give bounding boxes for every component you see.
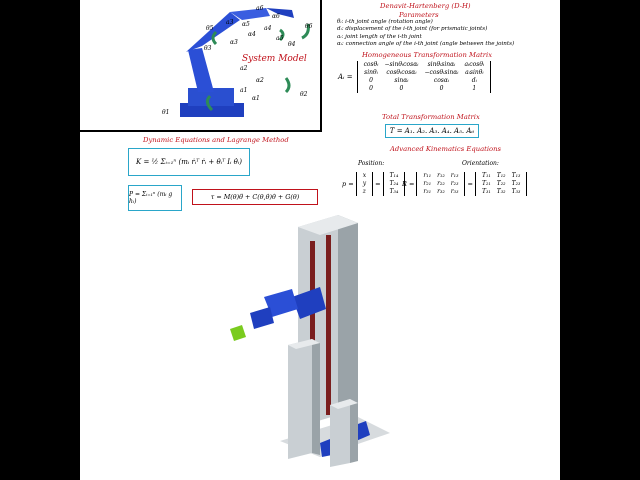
rotation-arrow-theta1 (205, 94, 214, 112)
rotation-arrow-theta2 (284, 77, 291, 94)
p-equals: = (375, 180, 381, 188)
torque-box: τ = M(θ)θ̈ + C(θ,θ̇)θ̇ + G(θ) (192, 189, 318, 205)
r-equals: = (467, 180, 473, 188)
robot-arm-diagram: θ1 θ2 θ3 θ4 θ5 θ6 a1 a2 a3 a4 a5 a6 α1 α… (162, 5, 313, 117)
htm-lhs: Aᵢ = (338, 73, 353, 81)
p-lhs: p = (342, 180, 354, 188)
joint-label-1: θ1 (162, 109, 169, 116)
dh-param-theta: θᵢ: i-th joint angle (rotation angle) (337, 19, 433, 25)
pillar-1-side (312, 339, 320, 455)
link-label-4: a4 (264, 25, 272, 32)
link-label-1: a1 (240, 87, 247, 94)
robot-turret (188, 88, 234, 106)
htm-header: Homogeneous Transformation Matrix (362, 51, 493, 59)
base-gusset-3 (320, 439, 332, 457)
link-label-3: a3 (226, 19, 234, 26)
advanced-header: Advanced Kinematics Equations (390, 145, 501, 153)
total-header: Total Transformation Matrix (382, 113, 480, 121)
robot-3d-wrist (250, 307, 274, 329)
potential-energy-box: P = Σᵢ₌₁ⁿ (mᵢ g hᵢ) (128, 185, 182, 211)
dh-header: Denavit-Hartenberg (D-H) (380, 2, 471, 10)
alpha-label-3: α3 (230, 39, 238, 46)
dh-param-a: aᵢ: joint length of the i-th joint (337, 33, 422, 40)
dh-subheader: Parameters (399, 11, 439, 19)
position-label: Position: (358, 160, 385, 167)
r-lhs: R = (402, 180, 415, 188)
joint-label-5: θ5 (206, 25, 214, 32)
link-label-6: a6 (256, 5, 264, 12)
gripper-block (230, 325, 246, 341)
robot-forearm (230, 8, 270, 20)
alpha-label-5: α5 (242, 21, 250, 28)
joint-label-6: θ6 (305, 23, 313, 30)
alpha-label-2: α2 (256, 77, 264, 84)
column-top (298, 215, 358, 235)
joint-label-4: θ4 (288, 41, 296, 48)
robot-lower-arm (188, 48, 214, 92)
alpha-label-6: α6 (272, 13, 280, 20)
pillar-2-side (350, 399, 358, 463)
slide-canvas: θ1 θ2 θ3 θ4 θ5 θ6 a1 a2 a3 a4 a5 a6 α1 α… (80, 0, 560, 480)
link-label-2: a2 (240, 65, 248, 72)
dh-param-d: dᵢ: displacement of the i-th joint (for … (337, 26, 488, 33)
kinetic-energy-box: K = ½ Σᵢ₌₁ⁿ (mᵢ ṙᵢᵀ ṙᵢ + θ̇ᵢᵀ Iᵢ θ̇ᵢ) (128, 148, 250, 176)
column-side (338, 215, 358, 423)
column-rail-right (326, 235, 331, 415)
potential-formula: P = Σᵢ₌₁ⁿ (mᵢ g hᵢ) (129, 191, 173, 205)
total-formula: T = A₁. A₂. A₃. A₄. A₅. A₆ (389, 127, 475, 135)
dh-params-list: θᵢ: i-th joint angle (rotation angle) dᵢ… (337, 19, 552, 49)
alpha-label-4: α4 (248, 31, 256, 38)
column-rail-left (310, 241, 315, 421)
alpha-label-1: α1 (252, 95, 260, 102)
rotation-arrow-theta5 (301, 23, 310, 40)
pillar-2-front (330, 399, 350, 467)
robot-3d-body (292, 287, 326, 319)
joint-label-2: θ2 (300, 91, 308, 98)
pillar-2-top (330, 399, 358, 409)
joint-label-3: θ3 (204, 45, 212, 52)
rotation-arrow-theta3 (211, 30, 218, 46)
robot-upper-arm (186, 12, 240, 52)
robot-wrist (266, 8, 294, 18)
pillar-1-top (288, 339, 320, 349)
robot-cell-3d-scene (230, 215, 390, 467)
orientation-label: Orientation: (462, 160, 499, 167)
dh-param-alpha: αᵢ: connection angle of the i-th joint (… (337, 41, 515, 48)
dynamics-header: Dynamic Equations and Lagrange Method (143, 136, 289, 144)
kinetic-formula: K = ½ Σᵢ₌₁ⁿ (mᵢ ṙᵢᵀ ṙᵢ + θ̇ᵢᵀ Iᵢ θ̇ᵢ) (135, 158, 242, 166)
system-model-title: System Model (242, 54, 307, 64)
system-model-panel: θ1 θ2 θ3 θ4 θ5 θ6 a1 a2 a3 a4 a5 a6 α1 α… (80, 0, 322, 132)
total-formula-box: T = A₁. A₂. A₃. A₄. A₅. A₆ (385, 124, 479, 138)
torque-formula: τ = M(θ)θ̈ + C(θ,θ̇)θ̇ + G(θ) (210, 193, 300, 201)
pillar-1-front (288, 339, 312, 459)
link-label-5: a5 (276, 35, 284, 42)
robot-3d-arm (264, 289, 298, 317)
rotation-arrow-theta4 (278, 28, 285, 42)
